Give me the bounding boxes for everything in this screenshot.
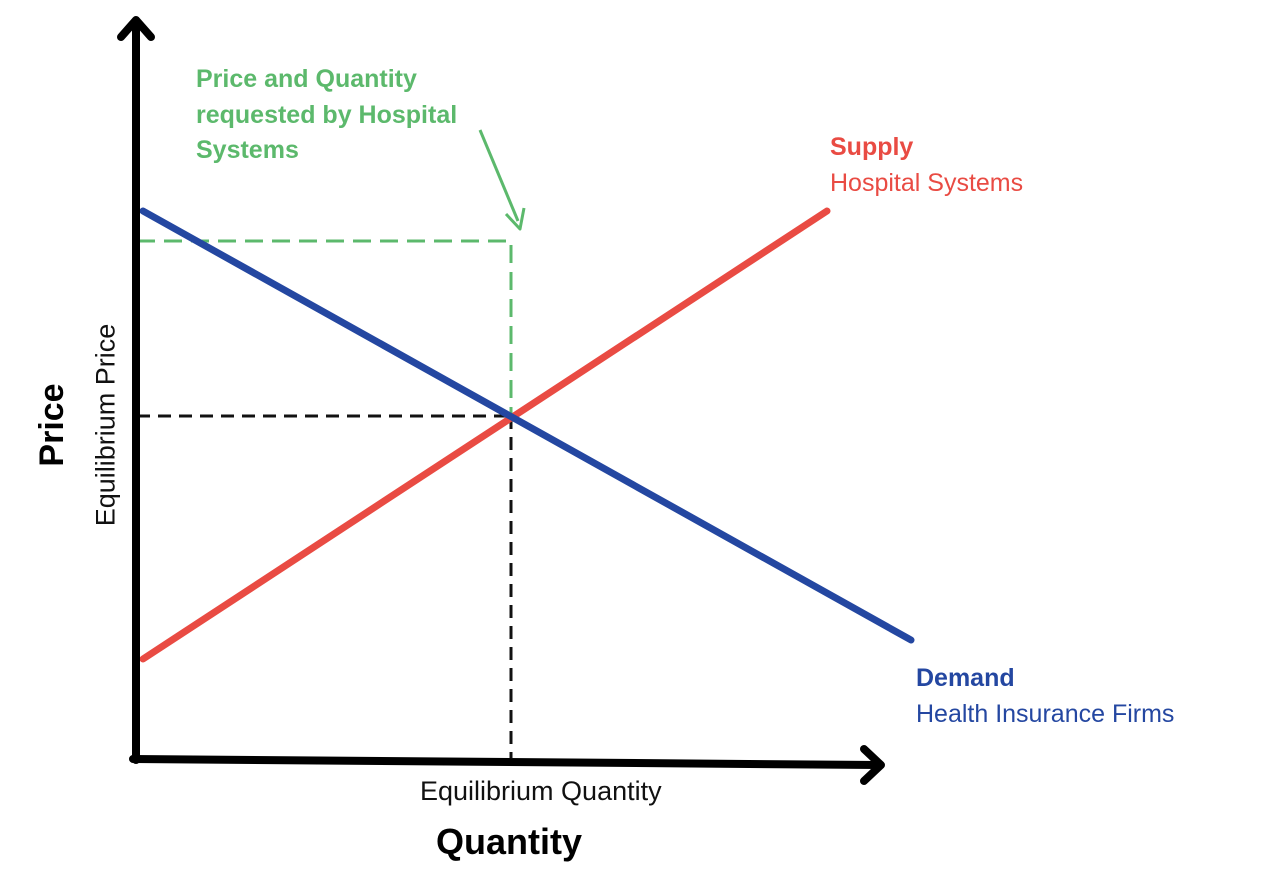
equilibrium-price-label: Equilibrium Price xyxy=(90,323,121,527)
annotation-arrow xyxy=(478,129,520,222)
demand-subtitle: Health Insurance Firms xyxy=(916,700,1175,728)
x-axis-label: Quantity xyxy=(436,821,583,862)
y-axis-label: Price xyxy=(33,383,71,467)
x-axis xyxy=(129,755,882,769)
y-axis-arrowhead xyxy=(117,16,155,41)
requested-price-quantity-note: Price and Quantity requested by Hospital… xyxy=(196,65,458,164)
supply-title: Supply xyxy=(830,133,914,161)
demand-title: Demand xyxy=(916,664,1015,692)
supply-subtitle: Hospital Systems xyxy=(830,169,1024,197)
x-axis-arrowhead xyxy=(860,745,885,785)
annotation-arrowhead xyxy=(504,207,526,231)
equilibrium-quantity-label: Equilibrium Quantity xyxy=(420,776,662,806)
requested-price-guide xyxy=(137,239,513,416)
demand-curve xyxy=(139,207,915,644)
supply-curve xyxy=(139,207,831,663)
